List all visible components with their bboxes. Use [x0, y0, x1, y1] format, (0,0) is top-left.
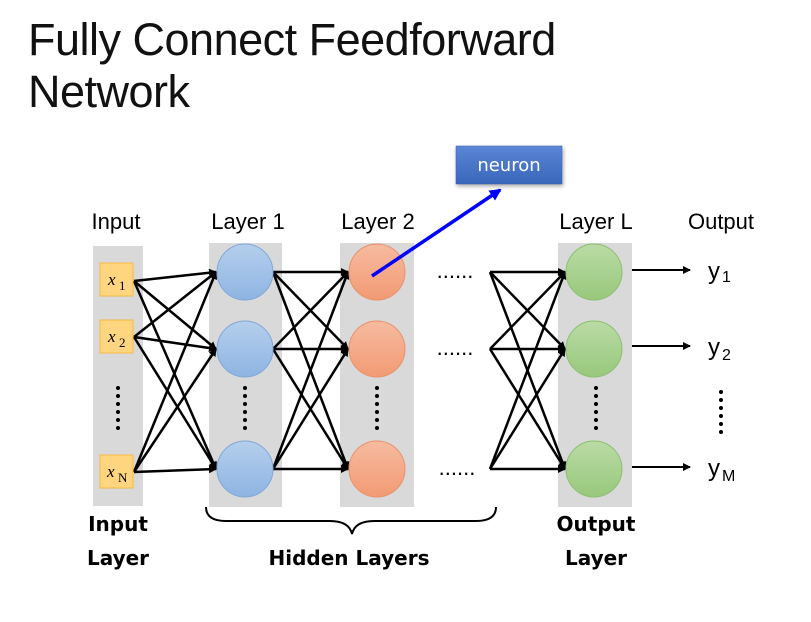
ellipsis-dot	[719, 390, 723, 394]
edge-input-to-layer-1	[132, 271, 218, 473]
ellipsis-dot	[719, 430, 723, 434]
edge-input-to-layer-1	[133, 465, 217, 474]
ellipsis-dot	[243, 394, 247, 398]
ellipsis-dot	[375, 426, 379, 430]
hidden-layers-label: Hidden Layers	[269, 546, 430, 570]
ellipsis-dot	[116, 394, 120, 398]
layer-l-nodes	[565, 243, 623, 498]
header-layer-1: Layer 1	[211, 209, 284, 234]
ellipsis-dot	[594, 426, 598, 430]
ellipsis-dot	[375, 410, 379, 414]
output-layer-label-2: Layer	[565, 546, 627, 570]
layer-l-node	[565, 243, 623, 301]
output-ym: y M	[708, 455, 735, 485]
title-line-1: Fully Connect Feedforward	[28, 14, 556, 65]
layer-1-node	[216, 440, 274, 498]
input-node-n: x N	[99, 454, 134, 489]
output-sub-1: 1	[722, 269, 731, 286]
edge-to-layer-l	[489, 271, 566, 350]
ellipsis-dot	[116, 402, 120, 406]
edge-to-layer-l	[488, 348, 567, 470]
input-sub-2: 2	[119, 335, 126, 350]
ellipsis-dot	[243, 426, 247, 430]
header-layer-2: Layer 2	[341, 209, 414, 234]
output-var-m: y	[708, 455, 720, 482]
layer-1-node	[216, 320, 274, 378]
ellipsis-row-1: ......	[437, 258, 474, 283]
input-var-2: x	[107, 327, 116, 346]
vertical-ellipses	[116, 386, 723, 434]
header-input: Input	[92, 209, 141, 234]
ellipsis-dot	[719, 406, 723, 410]
ellipsis-dot	[116, 426, 120, 430]
output-layer-label-1: Output	[557, 512, 636, 536]
ellipsis-dot	[594, 386, 598, 390]
edge-layer-1-to-layer-2	[272, 271, 349, 350]
edge-layer-1-to-layer-2	[271, 271, 350, 470]
title-line-2: Network	[28, 66, 190, 117]
connections	[132, 268, 567, 474]
header-output: Output	[688, 209, 754, 234]
ellipsis-dot	[594, 418, 598, 422]
edge-input-to-layer-1	[133, 335, 217, 352]
output-var-1: y	[708, 258, 720, 285]
ellipsis-dot	[375, 394, 379, 398]
header-layer-l: Layer L	[559, 209, 632, 234]
output-y1: y 1	[708, 258, 731, 286]
ellipsis-row-2: ......	[437, 335, 474, 360]
ellipsis-dot	[719, 414, 723, 418]
ellipsis-row-n: ......	[439, 455, 476, 480]
neuron-pointer-arrow	[371, 188, 502, 278]
edge-input-to-layer-1	[133, 268, 217, 283]
ellipsis-dot	[594, 394, 598, 398]
ellipsis-dot	[243, 418, 247, 422]
ellipsis-dot	[719, 398, 723, 402]
ellipsis-dot	[116, 386, 120, 390]
input-layer-label-1: Input	[88, 512, 148, 536]
edge-layer-1-to-layer-2	[271, 348, 350, 470]
ellipsis-dot	[594, 402, 598, 406]
slide-title: Fully Connect Feedforward Network	[28, 14, 556, 118]
input-sub-1: 1	[119, 278, 126, 293]
layer-2-node	[348, 320, 406, 378]
layer-1-node	[216, 243, 274, 301]
ellipsis-dot	[375, 386, 379, 390]
ellipsis-dot	[116, 410, 120, 414]
edge-input-to-layer-1	[133, 271, 217, 338]
ellipsis-dot	[375, 402, 379, 406]
edge-input-to-layer-1	[132, 336, 218, 470]
input-sub-n: N	[118, 470, 128, 485]
ellipsis-dot	[594, 410, 598, 414]
input-var-1: x	[107, 270, 116, 289]
ellipsis-dot	[719, 422, 723, 426]
output-var-2: y	[708, 334, 720, 361]
layer-2-node	[348, 440, 406, 498]
ellipsis-dot	[243, 402, 247, 406]
layer-l-node	[565, 440, 623, 498]
input-layer-label-2: Layer	[87, 546, 149, 570]
output-sub-m: M	[722, 468, 735, 485]
neuron-callout: neuron	[455, 145, 563, 185]
edge-to-layer-l	[488, 271, 567, 470]
output-sub-2: 2	[722, 347, 731, 364]
ellipsis-dot	[375, 418, 379, 422]
ellipsis-dot	[243, 386, 247, 390]
edge-input-to-layer-1	[132, 348, 218, 473]
output-y2: y 2	[708, 334, 731, 364]
layer-1-nodes	[216, 243, 274, 498]
input-node-1: x 1	[99, 262, 134, 297]
hidden-layers-brace	[205, 506, 497, 535]
neuron-label: neuron	[477, 155, 540, 176]
input-var-n: x	[106, 462, 115, 481]
layer-l-node	[565, 320, 623, 378]
input-node-2: x 2	[99, 319, 134, 354]
edge-input-to-layer-1	[133, 280, 217, 350]
ellipsis-dot	[243, 410, 247, 414]
ellipsis-dot	[116, 418, 120, 422]
